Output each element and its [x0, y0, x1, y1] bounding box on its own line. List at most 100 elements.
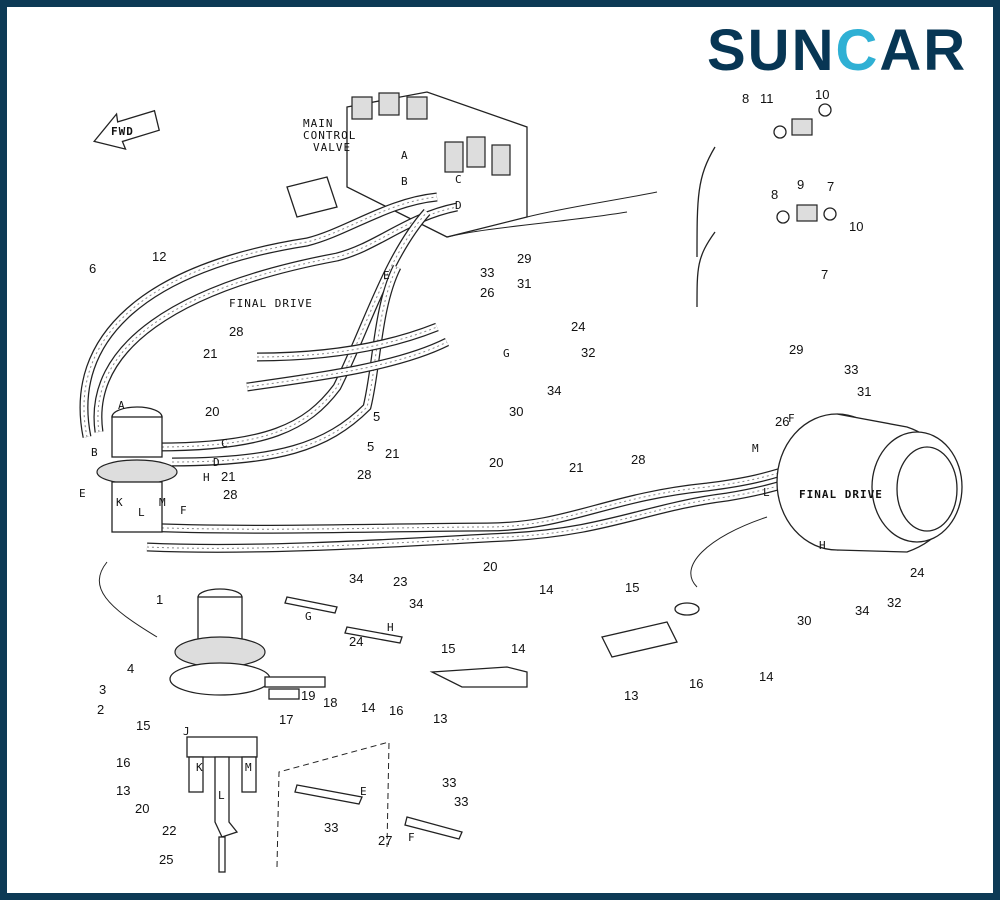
callout-18: 18 [323, 695, 337, 710]
callout-l: L [138, 506, 146, 519]
callout-31: 31 [857, 384, 871, 399]
callout-15: 15 [441, 641, 455, 656]
callout-5: 5 [367, 439, 374, 454]
callout-13: 13 [624, 688, 638, 703]
callout-6: 6 [89, 261, 96, 276]
callout-29: 29 [517, 251, 531, 266]
callout-23: 23 [393, 574, 407, 589]
callout-7: 7 [821, 267, 828, 282]
callout-d: D [455, 199, 463, 212]
hose [171, 265, 400, 466]
callout-8: 8 [742, 91, 749, 106]
callout-34: 34 [349, 571, 363, 586]
callout-24: 24 [349, 634, 363, 649]
callout-e: E [383, 269, 391, 282]
callout-l: L [763, 486, 771, 499]
callout-13: 13 [433, 711, 447, 726]
callout-5: 5 [373, 409, 380, 424]
callout-h: H [819, 539, 827, 552]
swivel-joint-installed [96, 406, 178, 533]
callout-16: 16 [389, 703, 403, 718]
callout-e: E [360, 785, 368, 798]
parts-diagram: FWD MAIN CONTROL VALVE [79, 87, 963, 873]
callout-m: M [159, 496, 167, 509]
callout-7: 7 [827, 179, 834, 194]
callout-j: J [183, 725, 191, 738]
callout-26: 26 [775, 414, 789, 429]
callout-26: 26 [480, 285, 494, 300]
logo-text: AR [879, 18, 968, 83]
suncar-logo: SUNCAR [707, 21, 967, 81]
callout-20: 20 [489, 455, 503, 470]
callout-h: H [203, 471, 211, 484]
callout-15: 15 [136, 718, 150, 733]
callout-m: M [245, 761, 253, 774]
callout-8: 8 [771, 187, 778, 202]
callout-14: 14 [361, 700, 375, 715]
hose [83, 196, 438, 438]
hydraulic-hoses [79, 192, 809, 553]
callout-c: C [221, 437, 229, 450]
logo-text: SUN [707, 18, 836, 83]
callout-f: F [408, 831, 416, 844]
callout-2: 2 [97, 702, 104, 717]
callout-17: 17 [279, 712, 293, 727]
callout-28: 28 [631, 452, 645, 467]
callout-21: 21 [569, 460, 583, 475]
callout-25: 25 [159, 852, 173, 867]
flow-arrow [690, 516, 768, 588]
callout-28: 28 [223, 487, 237, 502]
callout-a: A [401, 149, 409, 162]
final-drive-right-label: FINAL DRIVE [799, 488, 883, 501]
callout-b: B [401, 175, 409, 188]
callout-14: 14 [511, 641, 525, 656]
callout-20: 20 [205, 404, 219, 419]
callout-20: 20 [135, 801, 149, 816]
callout-f: F [180, 504, 188, 517]
callout-14: 14 [759, 669, 773, 684]
callout-m: M [752, 442, 760, 455]
hose [146, 476, 808, 549]
callout-21: 21 [203, 346, 217, 361]
callout-12: 12 [152, 249, 166, 264]
hose [97, 206, 458, 433]
callout-1: 1 [156, 592, 163, 607]
callout-21: 21 [221, 469, 235, 484]
fwd-label: FWD [111, 125, 134, 138]
callout-a: A [118, 399, 126, 412]
callout-11: 11 [760, 91, 774, 106]
callout-19: 19 [301, 688, 315, 703]
callout-33: 33 [480, 265, 494, 280]
callout-k: K [116, 496, 124, 509]
callout-34: 34 [855, 603, 869, 618]
callout-30: 30 [509, 404, 523, 419]
callout-28: 28 [229, 324, 243, 339]
callout-29: 29 [789, 342, 803, 357]
final-drive-right: FINAL DRIVE [776, 413, 963, 553]
fwd-arrow-icon: FWD [92, 109, 161, 151]
callout-b: B [91, 446, 99, 459]
callout-33: 33 [844, 362, 858, 377]
hose [136, 466, 798, 530]
hose [246, 341, 448, 388]
callout-32: 32 [887, 595, 901, 610]
callout-c: C [455, 173, 463, 186]
callout-24: 24 [571, 319, 585, 334]
callout-33: 33 [442, 775, 456, 790]
callout-k: K [196, 761, 204, 774]
callout-l: L [218, 789, 226, 802]
callout-31: 31 [517, 276, 531, 291]
callout-10: 10 [849, 219, 863, 234]
callout-14: 14 [539, 582, 553, 597]
flow-arrow [98, 561, 158, 638]
callout-33: 33 [454, 794, 468, 809]
callout-4: 4 [127, 661, 134, 676]
hose [156, 211, 428, 448]
callout-g: G [503, 347, 511, 360]
callout-15: 15 [625, 580, 639, 595]
callout-34: 34 [547, 383, 561, 398]
callout-21: 21 [385, 446, 399, 461]
callout-10: 10 [815, 87, 829, 102]
callout-33: 33 [324, 820, 338, 835]
